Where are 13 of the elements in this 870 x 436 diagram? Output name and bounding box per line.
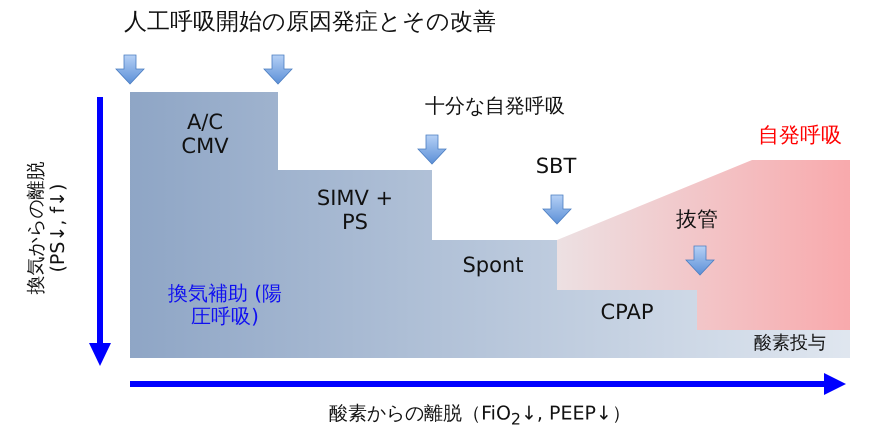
annotation: SBT xyxy=(534,154,578,178)
stage-label: 酸素投与 xyxy=(753,334,827,354)
stage-label: CPAP xyxy=(599,300,654,324)
annotation: 自発呼吸 xyxy=(757,122,843,148)
stage-label: Spont xyxy=(461,252,525,278)
axis-label: 酸素からの離脱（FiO$_{2}$↓, PEEP↓） xyxy=(328,404,632,428)
stage-label: SIMV + PS xyxy=(316,186,394,234)
heading: 人工呼吸開始の原因発症とその改善 xyxy=(123,8,497,36)
annotation: 十分な自発呼吸 xyxy=(424,94,566,118)
axis-label: 換気からの離脱 (PS↓, f↓) xyxy=(26,160,70,296)
stage-label: A/C CMV xyxy=(180,110,230,158)
annotation: 換気補助 (陽圧呼吸) xyxy=(166,282,284,328)
annotation: 抜管 xyxy=(675,206,719,232)
